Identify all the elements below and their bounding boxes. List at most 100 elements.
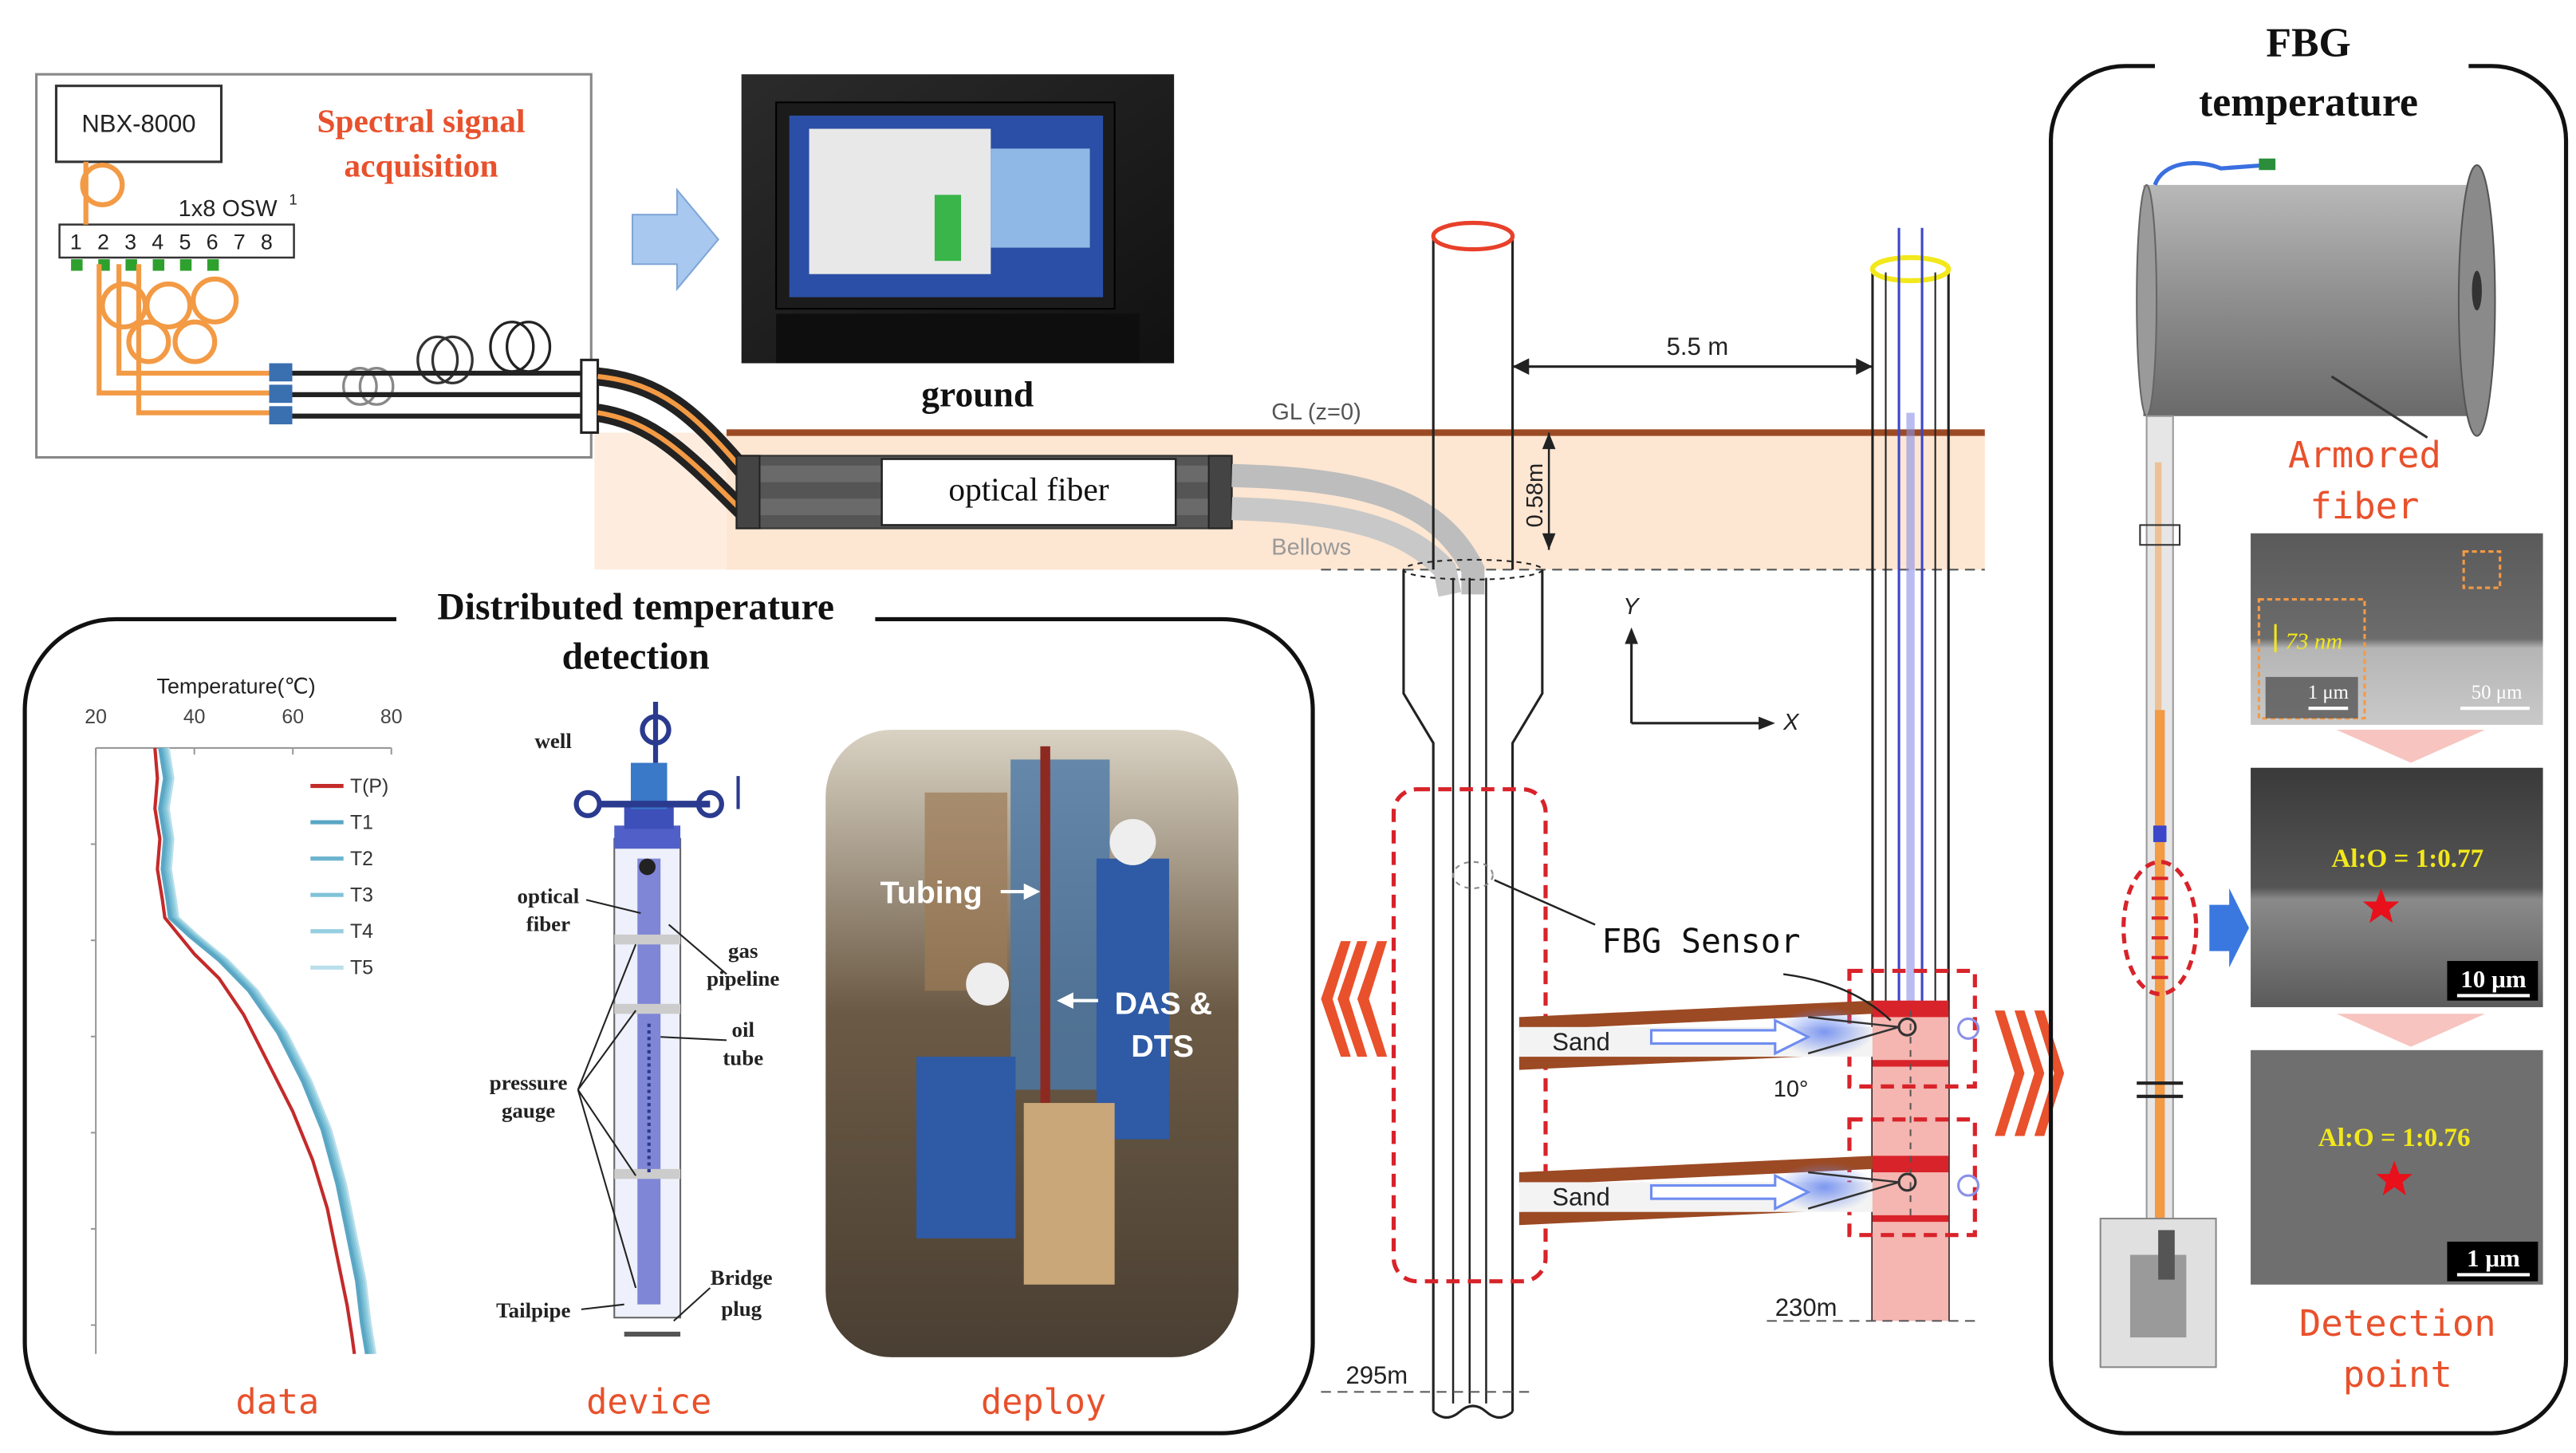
- switch-port-label: 1: [70, 230, 82, 254]
- fiber-loops: [80, 161, 273, 415]
- svg-text:fiber: fiber: [526, 912, 570, 936]
- svg-text:Tailpipe: Tailpipe: [496, 1298, 570, 1322]
- sand-label-1: Sand: [1552, 1028, 1610, 1056]
- fbg-title-2: temperature: [2199, 80, 2418, 125]
- switch-port-label: 5: [179, 230, 191, 254]
- switch-port-label: 7: [234, 230, 246, 254]
- series-line-t1: [158, 747, 369, 1355]
- das-label: DAS &: [1115, 986, 1212, 1021]
- svg-text:pipeline: pipeline: [707, 967, 779, 990]
- optical-fiber-label-box: [880, 458, 1177, 526]
- series-line-tp: [153, 747, 356, 1355]
- armored-label-1: Armored: [2288, 434, 2441, 476]
- legend-label: T1: [350, 812, 373, 833]
- svg-text:pressure: pressure: [490, 1071, 568, 1095]
- depth-label: 0.58m: [1522, 463, 1548, 528]
- chart-title: Temperature(℃): [157, 675, 316, 699]
- detection-label-2: point: [2343, 1353, 2452, 1396]
- sand-fractures: Sand Sand 10°: [1518, 1000, 1917, 1226]
- left-well-top: [1431, 220, 1515, 252]
- dtd-title-2: detection: [562, 636, 710, 678]
- acquisition-title-2: acquisition: [344, 148, 498, 184]
- device-caption: device: [586, 1382, 711, 1422]
- right-well: 230m: [1767, 227, 1982, 1322]
- sem1-thickness: 73 nm: [2286, 629, 2343, 655]
- armored-label-2: fiber: [2310, 485, 2419, 527]
- distance-marker: 5.5 m 0.58m: [1512, 333, 1873, 550]
- right-well-depth: 230m: [1775, 1294, 1837, 1321]
- deploy-photo: Tubing DAS & DTS: [825, 730, 1239, 1357]
- switch-label: 1x8 OSW: [179, 196, 278, 222]
- sand-label-2: Sand: [1552, 1183, 1610, 1211]
- star-icon: [2376, 1160, 2413, 1196]
- data-caption: data: [236, 1382, 320, 1422]
- legend-label: T(P): [350, 776, 388, 797]
- fbg-sensor-label: FBG Sensor: [1601, 923, 1800, 961]
- chevron-left-icon: [1321, 941, 1388, 1057]
- svg-text:gas: gas: [728, 939, 758, 963]
- nbx-device-box: [54, 85, 223, 163]
- arrow-to-monitor: [631, 187, 720, 292]
- switch-box: [58, 223, 295, 259]
- device-schematic: well optical fiber gas pipeline oil tube…: [490, 701, 779, 1337]
- port-connector: [71, 259, 83, 271]
- optical-fiber-label: optical fiber: [948, 471, 1109, 507]
- device-name: NBX-8000: [81, 110, 195, 138]
- dtd-title-1: Distributed temperature: [437, 586, 834, 628]
- dtd-panel: Distributed temperature detection data d…: [22, 581, 1315, 1435]
- detection-label-1: Detection: [2299, 1302, 2496, 1345]
- sem2-ratio: Al:O = 1:0.77: [2331, 844, 2483, 873]
- left-well: 295m: [1321, 220, 1548, 1420]
- x-tick-label: 20: [85, 707, 107, 728]
- port-connector: [125, 259, 137, 271]
- axes-indicator: Y X: [1623, 594, 1800, 735]
- sem1-scale-small: 1 μm: [2308, 682, 2349, 703]
- sem-image-3: Al:O = 1:0.76 1 μm: [2251, 1049, 2543, 1285]
- sem3-scale: 1 μm: [2467, 1244, 2520, 1272]
- detection-highlight: [2121, 860, 2199, 997]
- distance-label: 5.5 m: [1667, 333, 1729, 360]
- fbg-title-1: FBG: [2266, 20, 2350, 65]
- chart-series: [153, 747, 377, 1355]
- svg-text:gauge: gauge: [502, 1099, 555, 1123]
- tubing-label: Tubing: [880, 876, 983, 911]
- bellows-label: Bellows: [1271, 535, 1351, 561]
- label-well: well: [534, 729, 572, 753]
- switch-port-label: 2: [97, 230, 109, 254]
- port-connector: [152, 259, 165, 271]
- switch-port-label: 4: [152, 230, 163, 254]
- x-tick-label: 60: [282, 707, 304, 728]
- acquisition-title-1: Spectral signal: [317, 103, 526, 140]
- sem2-scale: 10 μm: [2460, 965, 2526, 993]
- switch-port-label: 8: [261, 230, 273, 254]
- axis-x-label: X: [1782, 710, 1800, 735]
- sem-image-1: 73 nm 1 μm 50 μm: [2251, 533, 2543, 725]
- sem-image-2: Al:O = 1:0.77 10 μm: [2251, 767, 2543, 1007]
- svg-text:Bridge: Bridge: [711, 1266, 773, 1290]
- series-line-t4: [163, 747, 375, 1355]
- port-connector: [207, 259, 219, 271]
- svg-text:tube: tube: [723, 1045, 763, 1069]
- acquisition-panel: NBX-8000 Spectral signal acquisition 1x8…: [35, 73, 600, 459]
- legend-label: T3: [350, 884, 373, 906]
- angle-label: 10°: [1774, 1077, 1809, 1102]
- right-well-top: [1869, 254, 1952, 284]
- sem3-ratio: Al:O = 1:0.76: [2318, 1123, 2471, 1152]
- fbg-panel: FBG temperature Armored fiber Detection …: [2048, 8, 2569, 1435]
- svg-text:oil: oil: [732, 1018, 755, 1042]
- star-icon: [2362, 888, 2400, 923]
- svg-text:optical: optical: [518, 884, 580, 908]
- left-well-focus-box: [1391, 787, 1548, 1284]
- left-well-depth: 295m: [1345, 1361, 1408, 1389]
- x-tick-label: 80: [380, 707, 403, 728]
- legend-label: T5: [350, 958, 373, 979]
- sem1-scale-large: 50 μm: [2472, 682, 2523, 703]
- legend-label: T4: [350, 921, 373, 943]
- x-tick-label: 40: [183, 707, 206, 728]
- chevron-right-icon: [1995, 1010, 2065, 1136]
- dts-label: DTS: [1131, 1029, 1194, 1064]
- gl-label: GL (z=0): [1271, 400, 1361, 425]
